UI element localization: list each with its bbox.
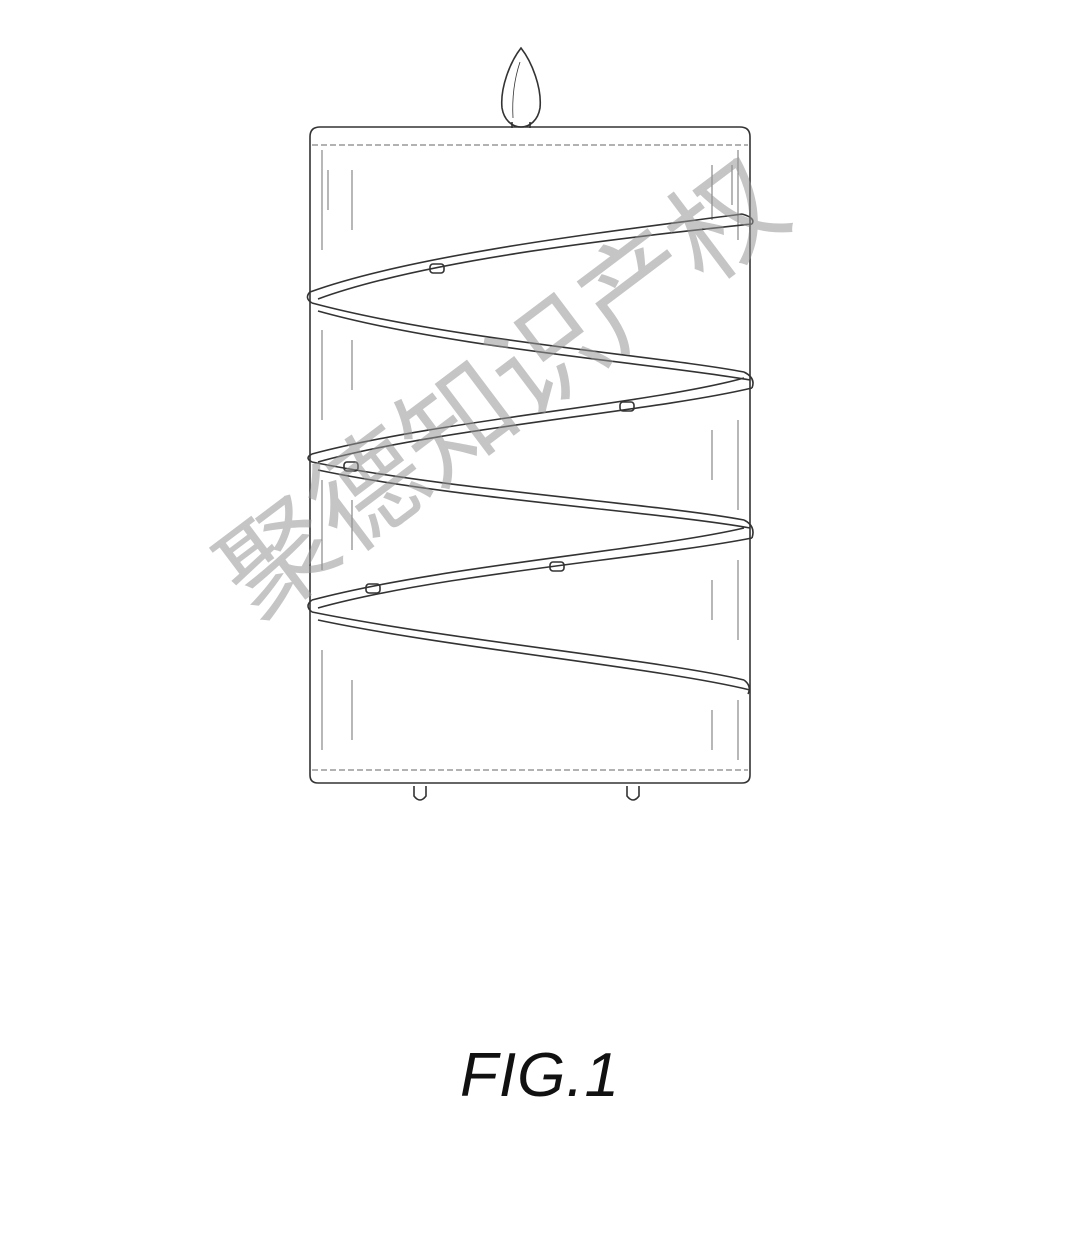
candle-feet [413, 786, 640, 801]
candle-flame [500, 46, 542, 128]
spiral-band [306, 213, 754, 695]
candle-body [309, 126, 751, 784]
figure-caption: FIG.1 [459, 1041, 621, 1110]
